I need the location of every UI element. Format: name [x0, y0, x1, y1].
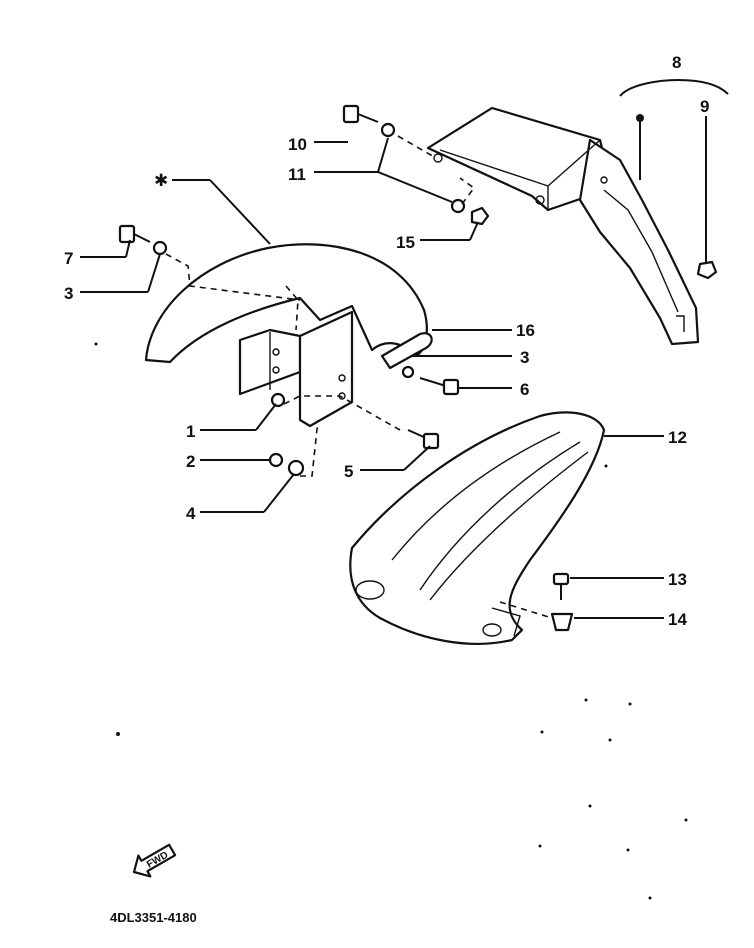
- bracket-assembly: [426, 106, 700, 346]
- callout-9: 9: [700, 97, 709, 116]
- callout-10: 10: [288, 135, 307, 154]
- bracket-dot: [636, 114, 644, 122]
- bolt-6: [419, 377, 460, 396]
- washer-3-right: [401, 365, 415, 379]
- callout-6: 6: [520, 380, 529, 399]
- callout-13: 13: [668, 570, 687, 589]
- washer-4: [287, 459, 305, 477]
- washer-11-bottom: [450, 198, 466, 214]
- bolt-5: [407, 429, 440, 450]
- mudguard: [349, 411, 606, 645]
- star-marker: ✱: [154, 171, 168, 190]
- specks: [94, 342, 688, 900]
- bolt-7: [118, 224, 151, 244]
- callout-labels: 10 11 7 3 15 8 9 16 3 6 1 2 4 5 12 13 14…: [64, 53, 709, 629]
- callout-3-right: 3: [520, 348, 529, 367]
- callout-1: 1: [186, 422, 195, 441]
- washer-11-top: [380, 122, 396, 138]
- callout-11: 11: [288, 165, 306, 184]
- assembly-lines: [165, 135, 553, 619]
- callout-15: 15: [396, 233, 415, 252]
- bolt-10: [342, 104, 379, 124]
- leader-lines: [80, 78, 729, 619]
- washer-3-left: [152, 240, 168, 256]
- nut-1: [270, 392, 286, 408]
- callout-2: 2: [186, 452, 195, 471]
- diagram-code: 4DL3351-4180: [110, 910, 197, 925]
- callout-4: 4: [186, 504, 196, 523]
- fwd-label: FWD: [145, 850, 170, 871]
- callout-5: 5: [344, 462, 353, 481]
- screw-13: [552, 572, 570, 600]
- nut-15: [470, 206, 490, 226]
- callout-7: 7: [64, 249, 73, 268]
- fwd-arrow-icon: FWD: [132, 843, 177, 878]
- nut-2: [268, 452, 284, 468]
- front-fender: [144, 243, 428, 428]
- fasteners: [118, 104, 718, 632]
- grommet-9: [696, 260, 718, 280]
- callout-3-left: 3: [64, 284, 73, 303]
- callout-8: 8: [672, 53, 681, 72]
- callout-14: 14: [668, 610, 687, 629]
- callout-16: 16: [516, 321, 535, 340]
- clip-16: [380, 332, 433, 370]
- nut-14: [550, 612, 574, 632]
- callout-12: 12: [668, 428, 687, 447]
